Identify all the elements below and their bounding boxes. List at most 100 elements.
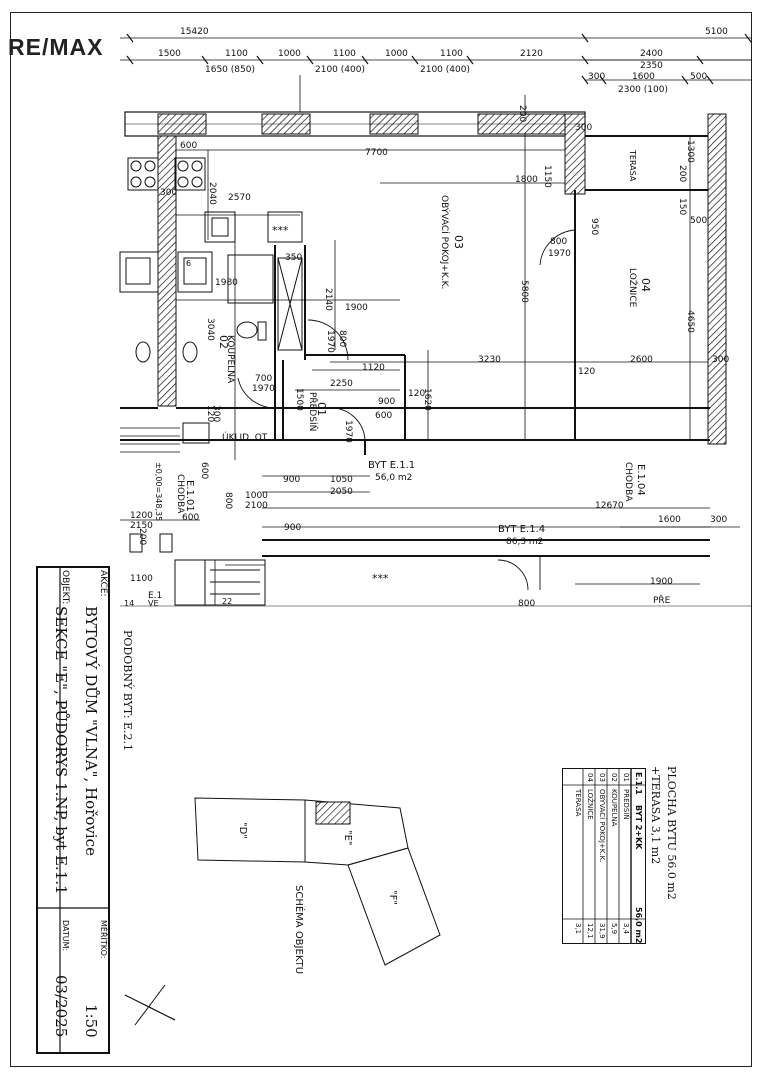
dim-1100d: 1100 xyxy=(130,574,153,584)
dim-500b: 500 xyxy=(690,216,707,226)
area-row-5-val: 3,1 xyxy=(574,923,582,935)
schema-label-d: "D" xyxy=(237,822,248,839)
dim-1050: 1050 xyxy=(330,475,353,485)
area-row-2-name: KOUPELNA xyxy=(610,789,618,827)
datum-value: 03/2025 xyxy=(52,975,70,1038)
meritko-value: 1:50 xyxy=(82,1004,100,1038)
dim-5800: 5800 xyxy=(519,280,529,303)
dim-200c: 200 xyxy=(137,528,147,545)
dim-1600a: 1600 xyxy=(632,72,655,82)
area-row-2-no: 02 xyxy=(610,773,618,782)
schema-highlight xyxy=(315,801,351,825)
datum-label: DATUM: xyxy=(61,920,70,952)
dim-800d: 800 xyxy=(223,492,233,509)
byt-e11-label: BYT E.1.1 xyxy=(368,460,415,471)
dim-800b: 800 xyxy=(337,330,347,347)
akce-value: BYTOVÝ DŮM "VLNA", Hořovice xyxy=(82,606,100,856)
dim-1970b: 1970 xyxy=(325,330,335,353)
dim-1900: 1900 xyxy=(345,303,368,313)
dim-1980: 1980 xyxy=(215,278,238,288)
dim-1100b: 1100 xyxy=(333,49,356,59)
akce-label: AKCE: xyxy=(98,570,108,597)
dim-2300: 2300 (100) xyxy=(618,85,668,95)
dim-2150: 2150 xyxy=(130,521,153,531)
room-labels: 03 OBÝVACÍ POKOJ+K.K. 04 LOŽNICE 02 KOUP… xyxy=(124,149,671,608)
dimension-text: 15420 5100 1500 1100 1000 1100 1000 1100… xyxy=(130,27,729,609)
schema-block-f xyxy=(347,847,441,966)
vertical-dimension-text: 200 1150 1300 200 2040 300 150 950 5800 … xyxy=(137,105,695,545)
dim-1500b: 1500 xyxy=(294,388,304,411)
dim-1120: 1120 xyxy=(362,363,385,373)
objekt-value: SEKCE "E", PŮDORYS 1.NP, byt E.1.1 xyxy=(52,606,70,895)
dim-150: 150 xyxy=(677,198,687,215)
room-04-number: 04 xyxy=(639,278,652,292)
dim-3230: 3230 xyxy=(478,355,501,365)
area-row-4-no: 04 xyxy=(586,773,594,782)
dim-300d: 300 xyxy=(712,355,729,365)
area-table: E.1.1 BYT 2+KK 56,0 m2 01 PŘEDSÍŇ 3,4 02… xyxy=(562,768,646,944)
room-02-name: KOUPELNA xyxy=(225,335,235,384)
dim-1620: 1620 xyxy=(422,388,432,411)
uklid-label: ÚKLID. OT xyxy=(222,431,268,443)
dim-1900b: 1900 xyxy=(650,577,673,587)
dim-350: 350 xyxy=(285,253,302,263)
ve-label: VE xyxy=(148,599,159,608)
fixtures xyxy=(119,157,303,606)
objekt-label: OBJEKT: xyxy=(60,570,70,605)
e101-name: CHODBA xyxy=(175,474,185,514)
dim-2040: 2040 xyxy=(207,182,217,205)
dim-2050: 2050 xyxy=(330,487,353,497)
schema-block-d xyxy=(194,797,306,863)
byt-e11-area: 56,0 m2 xyxy=(375,473,412,483)
area-row-3-no: 03 xyxy=(598,773,606,782)
schema-title: SCHÉMA OBJEKTU xyxy=(293,885,306,974)
title-block xyxy=(36,566,110,1054)
dim-1970a: 1970 xyxy=(548,249,571,259)
dim-1000c: 1000 xyxy=(245,491,268,501)
dim-1150: 1150 xyxy=(542,165,552,188)
e104-name: CHODBA xyxy=(623,462,633,502)
dim-1200: 1200 xyxy=(130,511,153,521)
e101-label: E.1.01 xyxy=(184,480,195,512)
doors xyxy=(237,229,576,591)
dim-2120: 2120 xyxy=(520,49,543,59)
similar-apartment: PODOBNÝ BYT: E.2.1 xyxy=(121,630,134,752)
byt-e14-label: BYT E.1.4 xyxy=(498,524,545,535)
pre-label: PŘE xyxy=(653,595,671,606)
area-title-2: +TERASA 3,1 m2 xyxy=(649,766,662,865)
room-02-number: 02 xyxy=(217,335,230,349)
dim-900c: 900 xyxy=(284,523,301,533)
dim-200b: 200 xyxy=(677,165,687,182)
d14-label: 14 xyxy=(124,599,134,608)
dim-2100a: 2100 (400) xyxy=(315,65,365,75)
dim-2350: 2350 xyxy=(640,61,663,71)
area-row-1-name: PŘEDSÍŇ xyxy=(622,789,630,820)
schema-label-e: "E" xyxy=(342,830,353,846)
dim-120c: 120 xyxy=(205,405,215,422)
area-row-2-val: 5,9 xyxy=(610,923,618,935)
e1-label: E.1 xyxy=(148,591,162,601)
dim-1100c: 1100 xyxy=(440,49,463,59)
dim-2140: 2140 xyxy=(323,288,333,311)
dim-950: 950 xyxy=(589,218,599,235)
stairs xyxy=(120,427,265,605)
area-table-grid xyxy=(563,769,645,943)
dim-300a: 300 xyxy=(588,72,605,82)
dim-900b: 900 xyxy=(283,475,300,485)
building-schema: "D" "E" "F" SCHÉMA OBJEKTU xyxy=(194,797,441,974)
dim-1300: 1300 xyxy=(685,140,695,163)
dim-4650: 4650 xyxy=(685,310,695,333)
dim-600d: 600 xyxy=(199,462,209,479)
facade-wall xyxy=(124,111,727,445)
dim-12670: 12670 xyxy=(595,501,624,511)
dim-800c: 800 xyxy=(518,599,535,609)
meritko-label: MĚŘÍTKO: xyxy=(99,920,108,959)
area-header-type: BYT 2+KK xyxy=(634,805,643,850)
dim-top2: 5100 xyxy=(705,27,728,37)
area-title-1: PLOCHA BYTU 56.0 m2 xyxy=(665,766,678,900)
d22-label: 22 xyxy=(222,597,232,606)
dim-800a: 800 xyxy=(550,237,567,247)
dim-top1: 15420 xyxy=(180,27,209,37)
area-row-5-name: TERASA xyxy=(574,789,582,817)
dim-7700: 7700 xyxy=(365,148,388,158)
